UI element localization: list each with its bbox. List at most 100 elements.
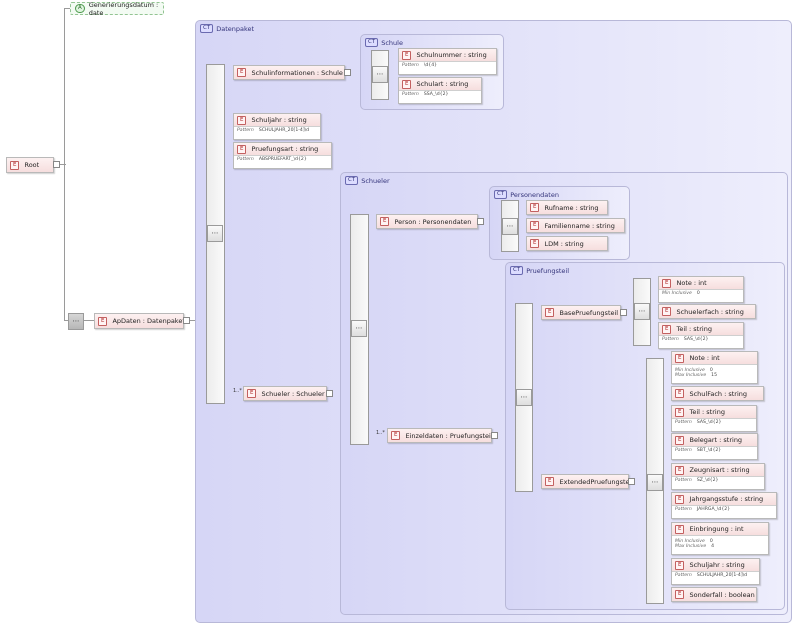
- sonderfall-label: Sonderfall : boolean: [689, 590, 755, 599]
- einzeldaten-label: Einzeldaten : Pruefungsteil: [405, 431, 491, 440]
- element-tag: E: [545, 308, 555, 317]
- complex-type-tag: CT: [494, 190, 508, 199]
- ldm-element[interactable]: E LDM : string: [526, 236, 608, 251]
- ldm-label: LDM : string: [544, 239, 584, 248]
- element-tag: E: [675, 524, 685, 534]
- schueler-label: Schueler : Schueler: [261, 389, 325, 398]
- element-tag: E: [675, 465, 685, 475]
- expand-toggle[interactable]: [326, 390, 333, 397]
- element-tag: E: [675, 590, 685, 599]
- attribute-tag: A: [75, 4, 85, 13]
- schueler-title: Schueler: [361, 176, 390, 185]
- complex-type-tag: CT: [365, 38, 379, 47]
- element-tag: E: [237, 144, 247, 154]
- ext-teil-label: Teil : string: [689, 408, 725, 416]
- person-label: Person : Personendaten: [394, 217, 472, 226]
- generierungsdatum-attribute[interactable]: A Generierungsdatum : date: [70, 1, 164, 17]
- jahrgangsstufe-label: Jahrgangsstufe : string: [689, 495, 764, 503]
- schuljahr-label: Schuljahr : string: [251, 116, 307, 124]
- base-sequence-icon[interactable]: ⋯: [634, 303, 650, 320]
- complex-type-tag: CT: [200, 24, 214, 33]
- pruefungsart-label: Pruefungsart : string: [251, 145, 319, 153]
- einzeldaten-element[interactable]: E Einzeldaten : Pruefungsteil: [387, 428, 492, 443]
- element-tag: E: [237, 115, 247, 125]
- element-tag: E: [662, 278, 672, 288]
- root-label: Root: [24, 161, 40, 169]
- element-tag: E: [391, 431, 401, 440]
- element-tag: E: [662, 307, 672, 316]
- expand-toggle[interactable]: [491, 432, 498, 439]
- schulnummer-element[interactable]: E Schulnummer : string Pattern\d{4}: [398, 48, 497, 75]
- apdaten-label: ApDaten : Datenpaket: [112, 317, 183, 325]
- element-tag: E: [402, 79, 412, 89]
- extended-sequence-icon[interactable]: ⋯: [647, 474, 663, 491]
- schuelerfach-element[interactable]: E Schuelerfach : string: [658, 304, 756, 319]
- belegart-label: Belegart : string: [689, 436, 743, 444]
- schuelerfach-label: Schuelerfach : string: [676, 307, 744, 316]
- einbringung-label: Einbringung : int: [689, 525, 744, 533]
- expand-toggle[interactable]: [344, 69, 351, 76]
- element-tag: E: [675, 353, 685, 363]
- sonderfall-element[interactable]: E Sonderfall : boolean: [671, 587, 757, 602]
- element-tag: E: [675, 435, 685, 445]
- pruefungsteil-sequence-icon[interactable]: ⋯: [516, 389, 532, 406]
- expand-toggle[interactable]: [477, 218, 484, 225]
- sequence-compositor[interactable]: ⋯: [68, 313, 84, 330]
- pattern-facet: Pattern\d{4}: [399, 61, 496, 69]
- datenpaket-sequence-icon[interactable]: ⋯: [207, 225, 223, 242]
- rufname-label: Rufname : string: [544, 203, 599, 212]
- ext-schuljahr-label: Schuljahr : string: [689, 561, 745, 569]
- element-tag: E: [530, 221, 540, 230]
- schueler-sequence-icon[interactable]: ⋯: [351, 320, 367, 337]
- personendaten-sequence-icon[interactable]: ⋯: [502, 218, 518, 235]
- expand-toggle[interactable]: [628, 478, 635, 485]
- expand-toggle[interactable]: [620, 309, 627, 316]
- connector-line: [64, 320, 68, 321]
- ext-note-label: Note : int: [689, 354, 720, 362]
- element-tag: E: [675, 407, 685, 417]
- datenpaket-title: Datenpaket: [216, 24, 255, 33]
- connector-line: [64, 8, 72, 9]
- element-tag: E: [402, 50, 412, 60]
- cardinality-label: 1..*: [233, 388, 242, 394]
- schulnummer-label: Schulnummer : string: [416, 51, 487, 59]
- schulart-label: Schulart : string: [416, 80, 469, 88]
- expand-toggle[interactable]: [183, 317, 190, 324]
- element-tag: E: [675, 494, 685, 504]
- cardinality-label: 1..*: [376, 430, 385, 436]
- element-tag: E: [530, 239, 540, 248]
- element-tag: E: [545, 477, 555, 486]
- pruefungsteil-title: Pruefungsteil: [526, 266, 569, 275]
- expand-toggle[interactable]: [53, 161, 60, 168]
- schule-sequence-icon[interactable]: ⋯: [372, 66, 388, 83]
